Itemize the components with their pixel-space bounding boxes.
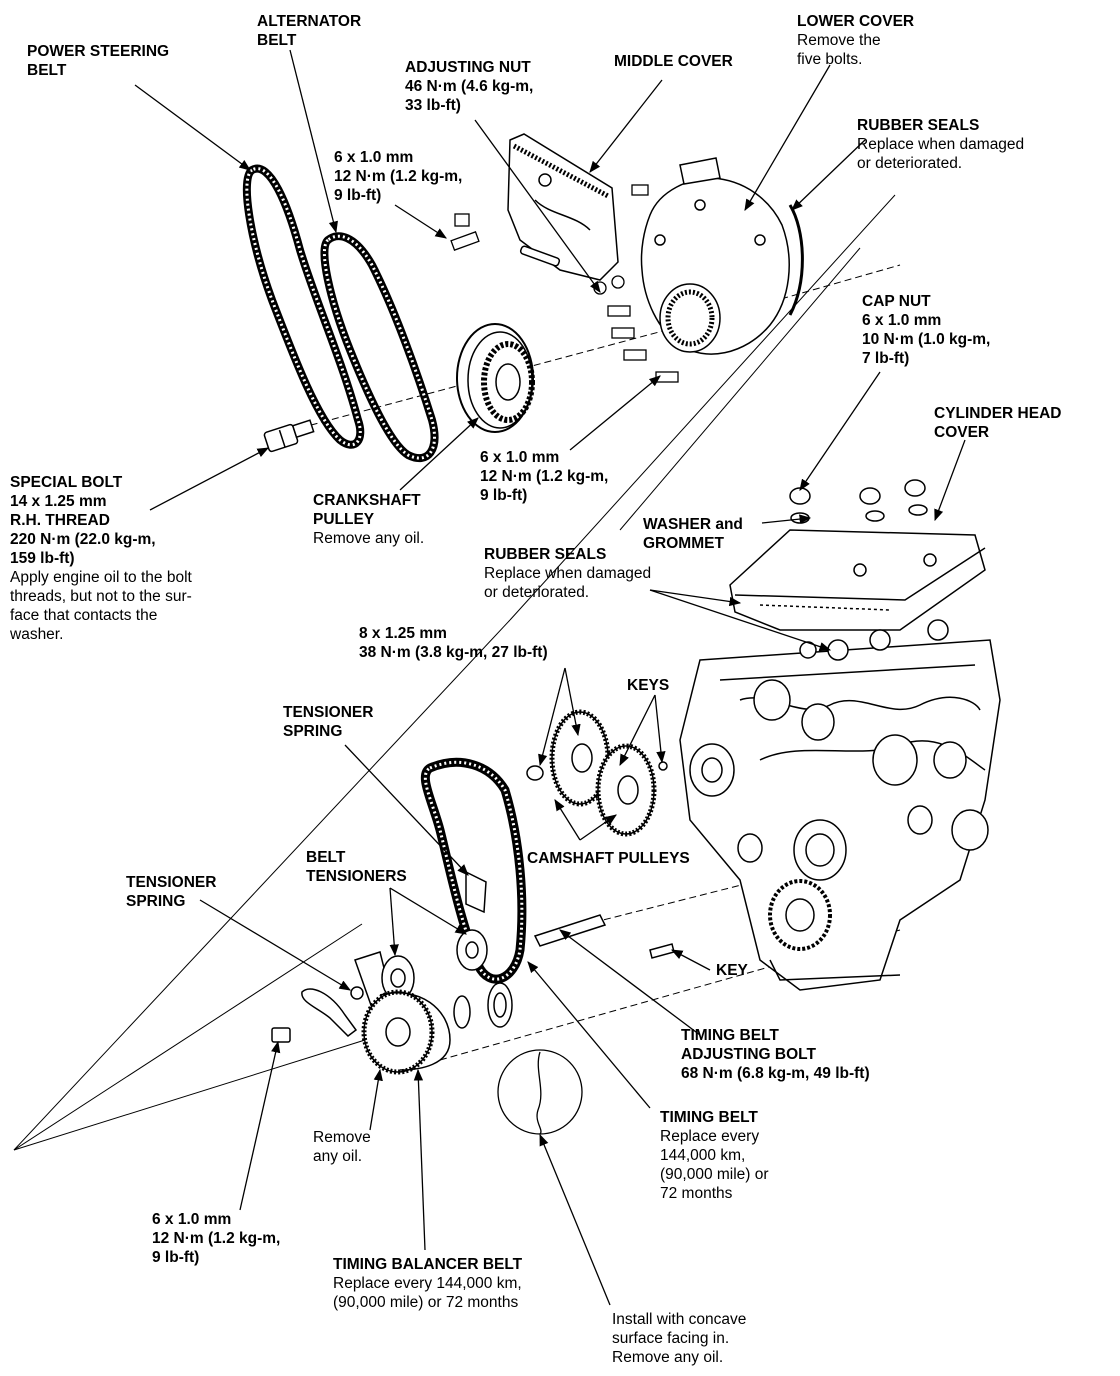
label-tensioner-spring-left: TENSIONER SPRING [126, 874, 217, 910]
label-timing-belt: TIMING BELT Replace every 144,000 km, (9… [660, 1109, 769, 1202]
label-bolt-6x1-bottom: 6 x 1.0 mm 12 N·m (1.2 kg-m, 9 lb-ft) [152, 1211, 281, 1266]
tensioner-assembly-drawing [271, 914, 675, 1075]
label-crankshaft-pulley: CRANKSHAFT PULLEY Remove any oil. [313, 492, 425, 547]
engine-block-drawing [679, 619, 1001, 991]
camshaft-pulleys-drawing [526, 709, 668, 837]
callout-arrows [134, 49, 966, 1306]
label-special-bolt: SPECIAL BOLT 14 x 1.25 mm R.H. THREAD 22… [10, 474, 192, 643]
label-power-steering-belt: POWER STEERING BELT [27, 43, 170, 79]
lower-cover-drawing [640, 157, 804, 355]
label-belt-tensioners: BELT TENSIONERS [306, 849, 407, 885]
label-remove-any-oil: Remove any oil. [313, 1129, 371, 1165]
label-rubber-seals-mid: RUBBER SEALS Replace when damaged or det… [484, 546, 652, 601]
middle-cover-drawing [507, 133, 619, 281]
label-keys: KEYS [627, 677, 670, 694]
label-tensioner-spring-top: TENSIONER SPRING [283, 704, 374, 740]
special-bolt-drawing [263, 419, 315, 453]
power-steering-belt-drawing [242, 164, 365, 449]
cylinder-head-cover-drawing [729, 479, 986, 631]
label-bolt-8x125: 8 x 1.25 mm 38 N·m (3.8 kg-m, 27 lb-ft) [359, 625, 548, 661]
label-timing-balancer-belt: TIMING BALANCER BELT Replace every 144,0… [333, 1256, 523, 1311]
label-cap-nut: CAP NUT 6 x 1.0 mm 10 N·m (1.0 kg-m, 7 l… [862, 293, 991, 367]
alternator-belt-drawing [320, 232, 439, 463]
label-timing-belt-adjusting-bolt: TIMING BELT ADJUSTING BOLT 68 N·m (6.8 k… [681, 1027, 870, 1082]
label-adjusting-nut: ADJUSTING NUT 46 N·m (4.6 kg-m, 33 lb-ft… [405, 59, 534, 114]
crankshaft-pulley-drawing [456, 323, 535, 433]
label-key: KEY [716, 962, 748, 979]
label-lower-cover: LOWER COVER Remove the five bolts. [797, 13, 915, 68]
timing-belt-drawing [420, 757, 527, 984]
label-cylinder-head-cover: CYLINDER HEAD COVER [934, 405, 1062, 441]
concave-washer-detail [497, 1049, 583, 1135]
label-bolt-6x1-top: 6 x 1.0 mm 12 N·m (1.2 kg-m, 9 lb-ft) [334, 149, 463, 204]
label-bolt-6x1-mid: 6 x 1.0 mm 12 N·m (1.2 kg-m, 9 lb-ft) [480, 449, 609, 504]
label-rubber-seals-top: RUBBER SEALS Replace when damaged or det… [857, 117, 1025, 172]
leader-lines [13, 194, 896, 1151]
label-install-concave: Install with concave surface facing in. … [612, 1311, 747, 1366]
label-middle-cover: MIDDLE COVER [614, 53, 733, 70]
label-alternator-belt: ALTERNATOR BELT [257, 13, 362, 49]
label-camshaft-pulleys: CAMSHAFT PULLEYS [527, 850, 690, 867]
label-washer-grommet: WASHER and GROMMET [643, 516, 743, 552]
